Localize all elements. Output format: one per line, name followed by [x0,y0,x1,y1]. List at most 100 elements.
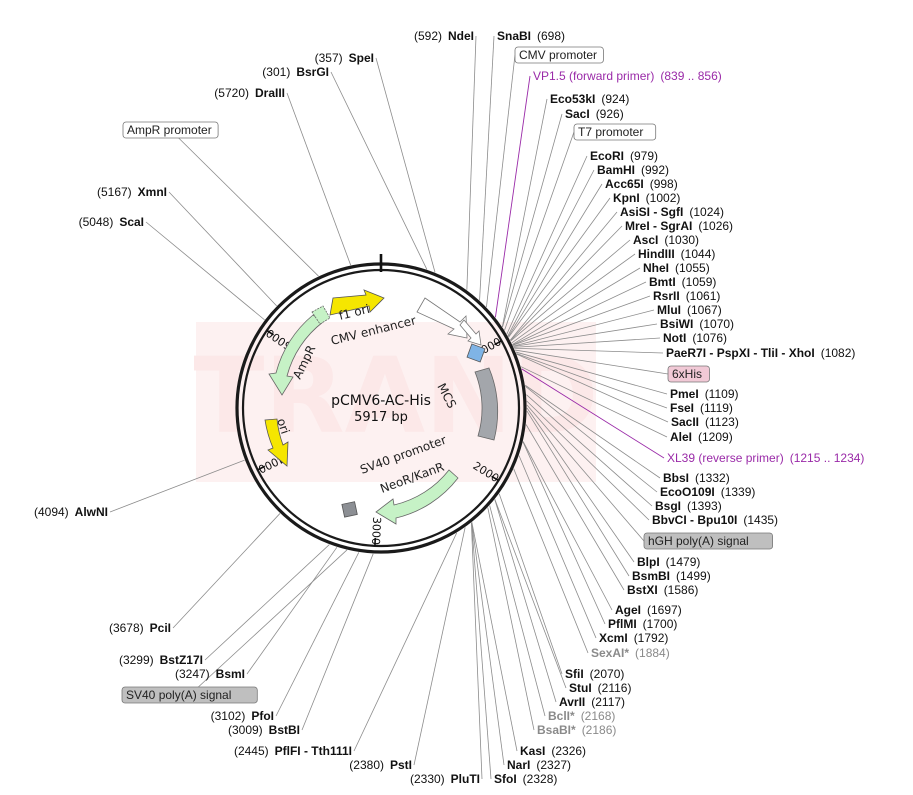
enzyme-label-xmni-position: (5167) [97,185,132,199]
scale-tick-label: 3000 [369,517,383,546]
enzyme-label-kpni-name: KpnI [613,191,640,205]
enzyme-label-asisi-sgfi: AsiSI - SgfI(1024) [620,205,724,219]
feature-ori-arrow [264,418,289,467]
enzyme-label-sacii-name: SacII [671,415,699,429]
enzyme-label-kasi-position: (2326) [551,744,586,758]
box-label-ampr-promoter: AmpR promoter [122,121,219,139]
enzyme-label-alei-name: AleI [670,430,692,444]
leader-line [494,499,557,703]
enzyme-label-bsabi-name: BsaBI* [537,723,576,737]
enzyme-label-alei: AleI(1209) [670,430,733,444]
primer-label-xl39-reverse-primer: XL39 (reverse primer)(1215 .. 1234) [667,451,864,465]
enzyme-label-sacii: SacII (1123) [671,415,739,429]
leader-line [526,407,635,563]
enzyme-label-bbvci-bpu10i-position: (1435) [743,513,778,527]
leader-line [515,351,668,395]
enzyme-label-rsrii: RsrII (1061) [653,289,720,303]
enzyme-label-pflfi-tth111i-name: PflFI - Tth111I [275,744,352,758]
enzyme-label-saci: SacI (926) [565,107,624,121]
enzyme-label-sacii-position: (1123) [705,415,739,429]
enzyme-label-asisi-sgfi-name: AsiSI - SgfI [620,205,683,219]
leader-line [494,499,567,689]
enzyme-label-bsmi: (3247)BsmI [175,667,245,681]
enzyme-label-pluti-name: PluTI [451,772,480,786]
leader-line [514,349,669,375]
enzyme-label-scai-name: ScaI [119,215,144,229]
enzyme-label-mrei-sgrai-position: (1026) [698,219,733,233]
enzyme-label-nari: NarI(2327) [507,758,571,772]
leader-line [522,441,613,611]
enzyme-label-paer7i-pspxi-tlii-xhoi: PaeR7I - PspXI - TliI - XhoI(1082) [666,346,855,360]
enzyme-label-blpi-position: (1479) [666,555,701,569]
leader-line [510,225,623,341]
enzyme-label-sexai-name: SexAI* [591,646,629,660]
enzyme-label-psti: (2380)PstI [349,758,412,772]
enzyme-label-noti: NotI(1076) [663,331,727,345]
enzyme-label-sfoi: SfoI(2328) [494,772,557,786]
box-label-sv40-poly-a-signal-text: SV40 poly(A) signal [126,688,231,702]
leader-line [275,552,360,717]
leader-line [513,309,655,347]
leader-line [514,347,664,354]
enzyme-label-bamhi-position: (992) [641,163,669,177]
enzyme-label-avrii-position: (2117) [591,695,625,709]
leader-line [524,384,661,479]
leader-line [109,459,245,513]
enzyme-label-blpi: BlpI (1479) [637,555,700,569]
leader-line [522,441,606,625]
enzyme-label-pmei: PmeI(1109) [670,387,738,401]
leader-line [471,522,492,780]
leader-line [526,410,630,577]
box-label-ampr-promoter-frame [122,121,219,139]
enzyme-label-sexai-position: (1884) [635,646,670,660]
enzyme-label-scai-position: (5048) [79,215,114,229]
enzyme-label-avrii: AvrII(2117) [559,695,625,709]
feature-neor-kanr-arrow [375,469,459,525]
enzyme-label-bsiwi-name: BsiWI [660,317,693,331]
leader-line [498,493,563,675]
leader-line [513,337,661,348]
enzyme-label-ecoo109i-name: EcoO109I [660,485,715,499]
enzyme-label-saci-position: (926) [596,107,624,121]
enzyme-label-xmni-name: XmnI [138,185,167,199]
leader-line [508,183,603,337]
leader-line [487,507,535,731]
leader-line [516,353,668,409]
enzyme-label-bsmbi-position: (1499) [676,569,711,583]
enzyme-label-hindiii-name: HindIII [638,247,675,261]
leader-lines [109,35,669,780]
enzyme-label-nhei-position: (1055) [675,261,710,275]
leader-line [489,505,546,717]
enzyme-label-stui-position: (2116) [598,681,632,695]
enzyme-label-nari-position: (2327) [536,758,571,772]
enzyme-label-pluti: (2330)PluTI [410,772,480,786]
enzyme-label-agei: AgeI(1697) [615,603,682,617]
enzyme-label-sfii: SfiI(2070) [565,667,624,681]
leader-line [526,394,653,507]
enzyme-label-mrei-sgrai-name: MreI - SgrAI [625,219,692,233]
enzyme-label-xcmi: XcmI(1792) [599,631,668,645]
enzyme-label-mlui: MluI(1067) [657,303,722,317]
enzyme-label-eco53ki-name: Eco53kI [550,92,595,106]
leader-line [512,267,641,345]
enzyme-label-pcii-name: PciI [150,621,171,635]
enzyme-label-bstxi-name: BstXI [627,583,658,597]
box-label-cmv-promoter-text: CMV promoter [519,48,597,62]
leader-line [520,366,668,438]
enzyme-label-rsrii-name: RsrII [653,289,680,303]
enzyme-label-alwni: (4094)AlwNI [34,505,108,519]
enzyme-label-saci-name: SacI [565,107,590,121]
leader-line [526,404,645,542]
enzyme-label-bbvci-bpu10i: BbvCI - Bpu10I(1435) [652,513,778,527]
enzyme-label-alwni-position: (4094) [34,505,69,519]
enzyme-label-ecori-name: EcoRI [590,149,624,163]
enzyme-label-acc65i: Acc65I(998) [605,177,678,191]
enzyme-label-blpi-name: BlpI [637,555,660,569]
enzyme-label-rsrii-position: (1061) [686,289,721,303]
enzyme-label-bmti-name: BmtI [649,275,676,289]
leader-line [413,527,466,766]
enzyme-label-pfoi-position: (3102) [211,709,246,723]
leader-line [507,169,595,336]
enzyme-label-nhei-name: NheI [643,261,669,275]
enzyme-label-spei-position: (357) [315,51,343,65]
